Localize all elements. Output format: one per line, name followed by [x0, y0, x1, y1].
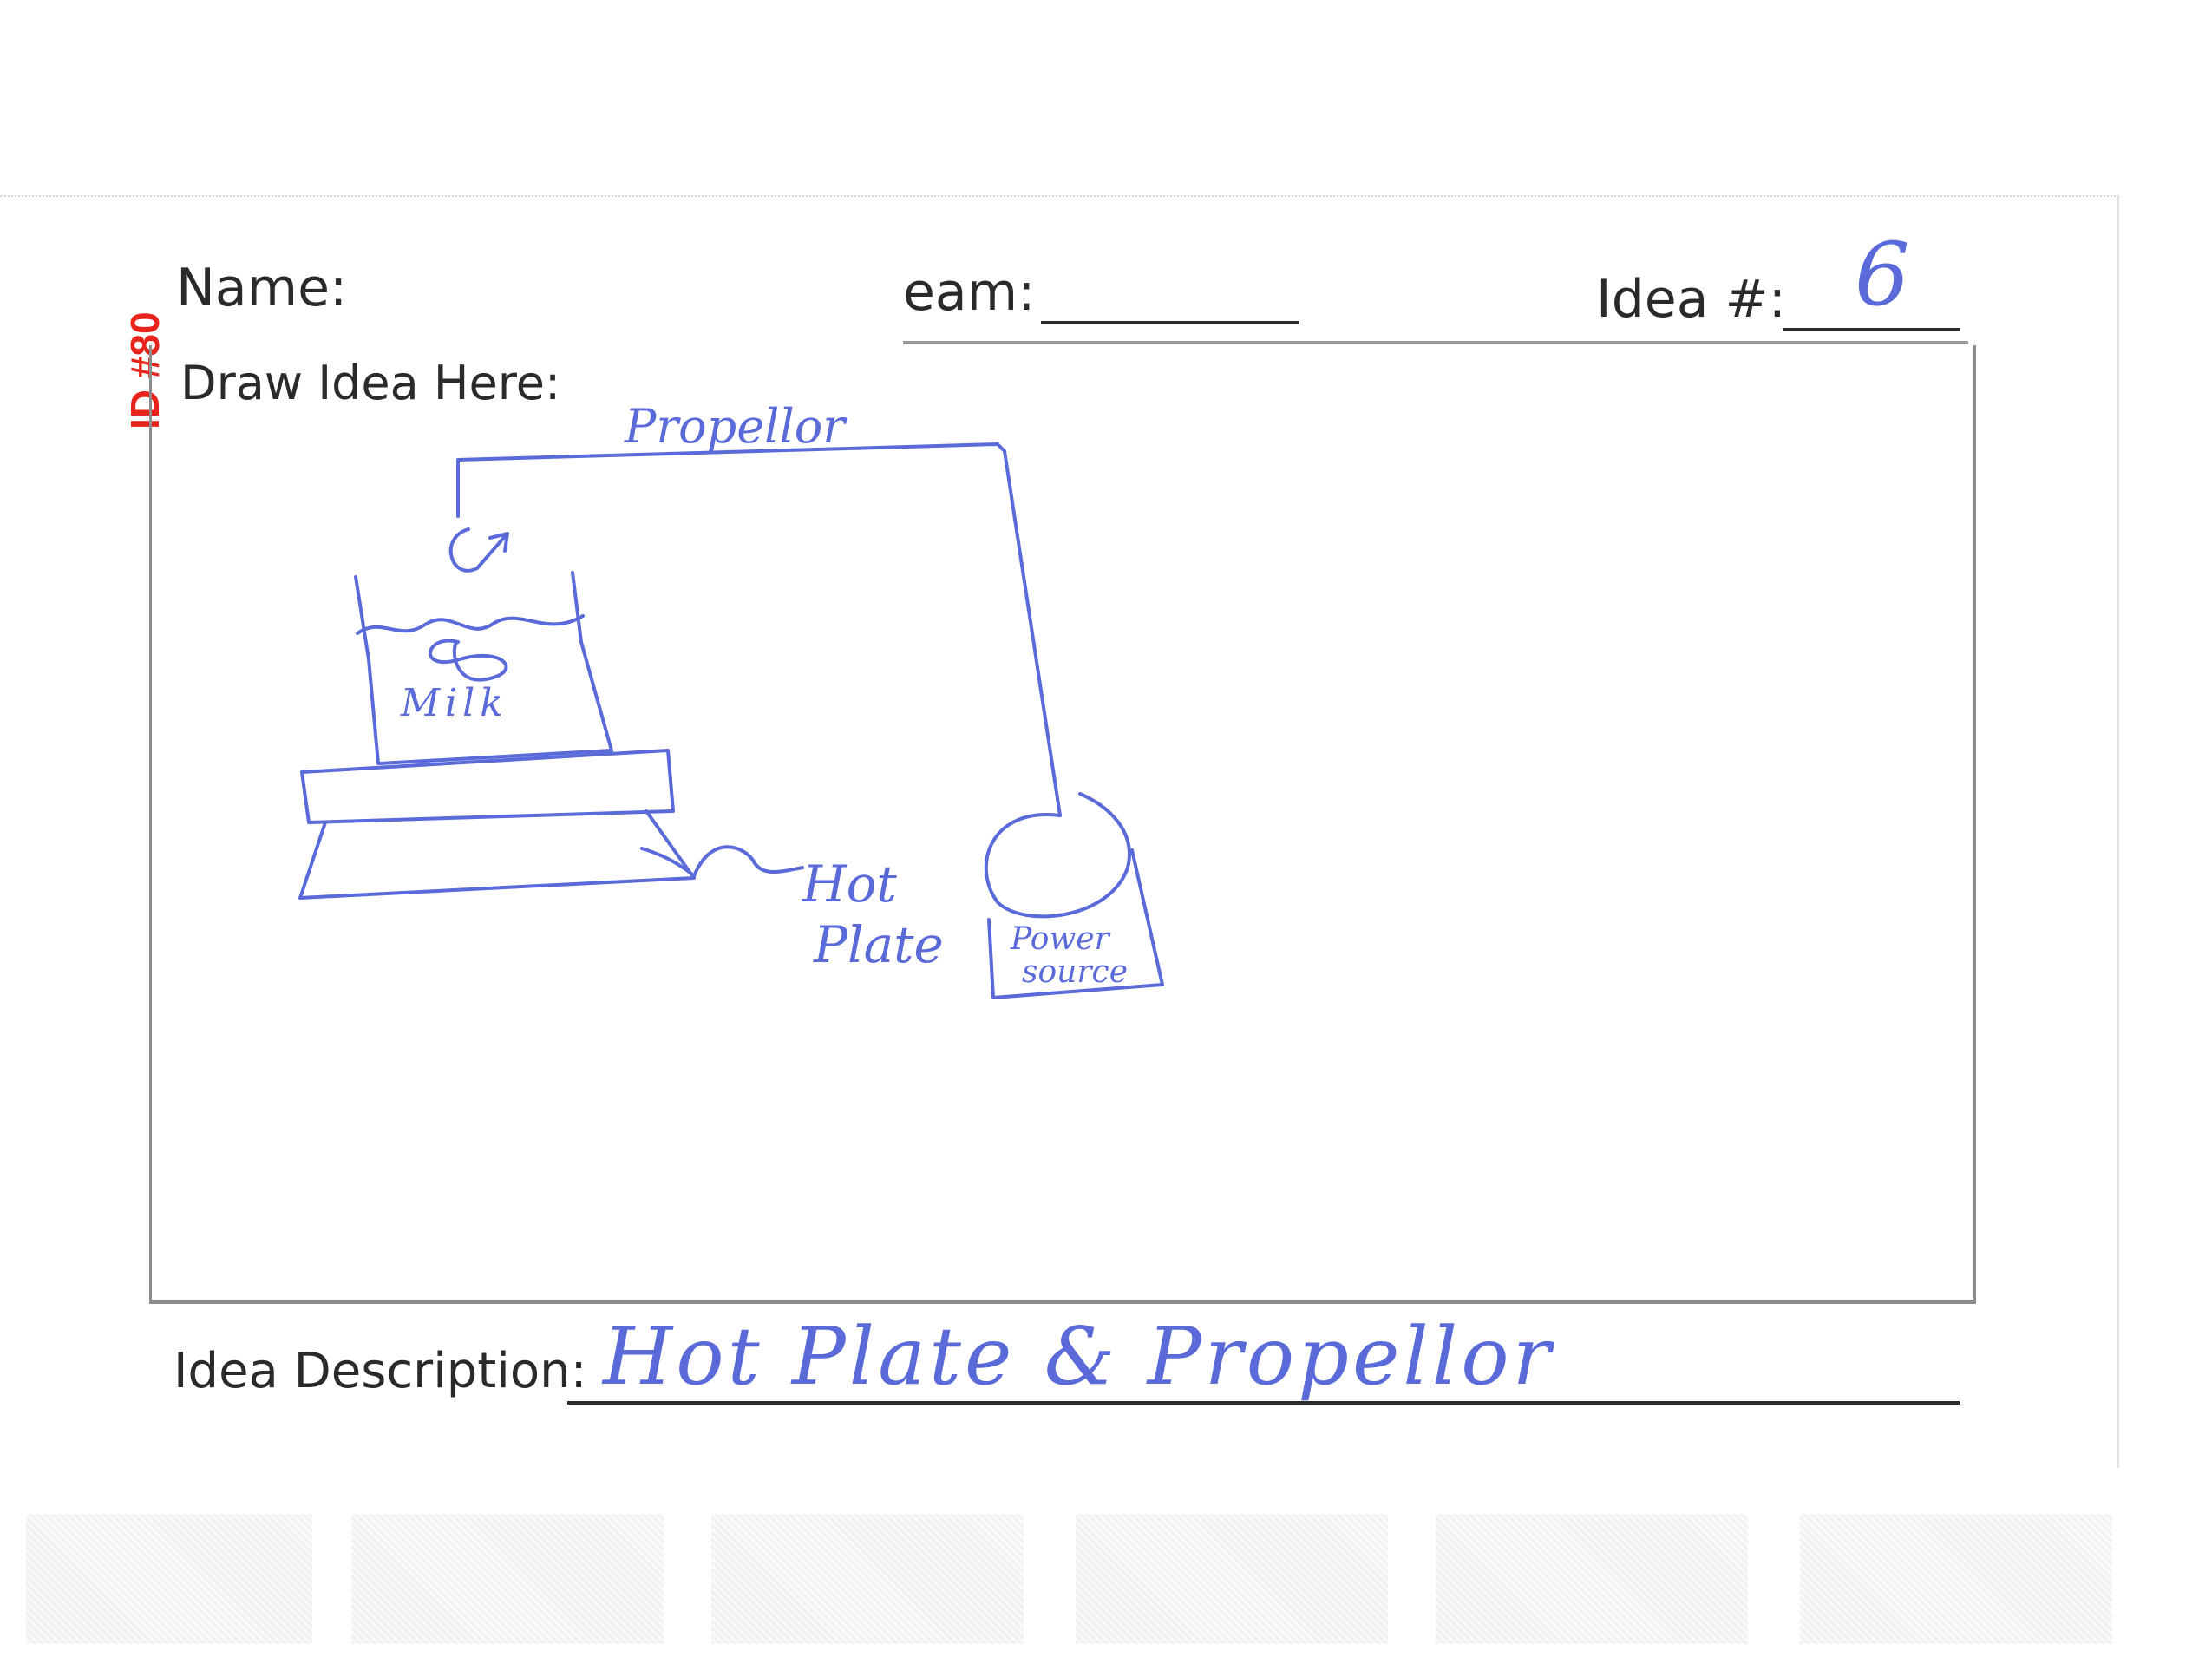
- idea-number-label: Idea #:: [1596, 269, 1787, 330]
- power-annotation: Power: [1011, 921, 1109, 957]
- hot-annotation: Hot: [802, 855, 897, 914]
- power-source-box: [987, 848, 1164, 999]
- scan-shading: [711, 1514, 1024, 1644]
- hot-plate-top: [300, 749, 675, 824]
- draw-idea-label: Draw Idea Here:: [180, 356, 561, 410]
- idea-description-value: Hot Plate & Propellor: [603, 1310, 1554, 1403]
- idea-number-value: 6: [1855, 224, 1910, 325]
- scan-shading: [1800, 1514, 2112, 1644]
- hot-plate-base: [298, 809, 696, 900]
- idea-description-label: Idea Description:: [173, 1343, 587, 1399]
- scan-shading: [1436, 1514, 1748, 1644]
- hot-plate-pointer: [640, 845, 804, 878]
- scan-shading: [26, 1514, 312, 1644]
- description-underline: [567, 1401, 1960, 1405]
- source-annotation: source: [1022, 954, 1129, 990]
- propellor-annotation: Propellor: [625, 399, 846, 454]
- plate-annotation: Plate: [814, 915, 944, 974]
- propellor-wire: [456, 442, 1062, 817]
- name-label: Name:: [176, 258, 348, 318]
- drawing-area: [149, 345, 1976, 1304]
- milk-surface: [356, 614, 585, 635]
- propellor-arrow-icon: [448, 527, 509, 573]
- milk-container: [354, 571, 613, 765]
- scan-shading: [351, 1514, 664, 1644]
- team-underline: [1041, 321, 1299, 324]
- scan-shading: [1076, 1514, 1388, 1644]
- stir-blade-icon: [429, 639, 508, 682]
- milk-annotation: Milk: [401, 681, 508, 725]
- team-label: eam:: [903, 262, 1036, 323]
- worksheet-page: [0, 195, 2119, 1468]
- power-source-top: [984, 792, 1131, 919]
- header-divider: [903, 341, 1968, 344]
- idea-number-underline: [1783, 328, 1960, 331]
